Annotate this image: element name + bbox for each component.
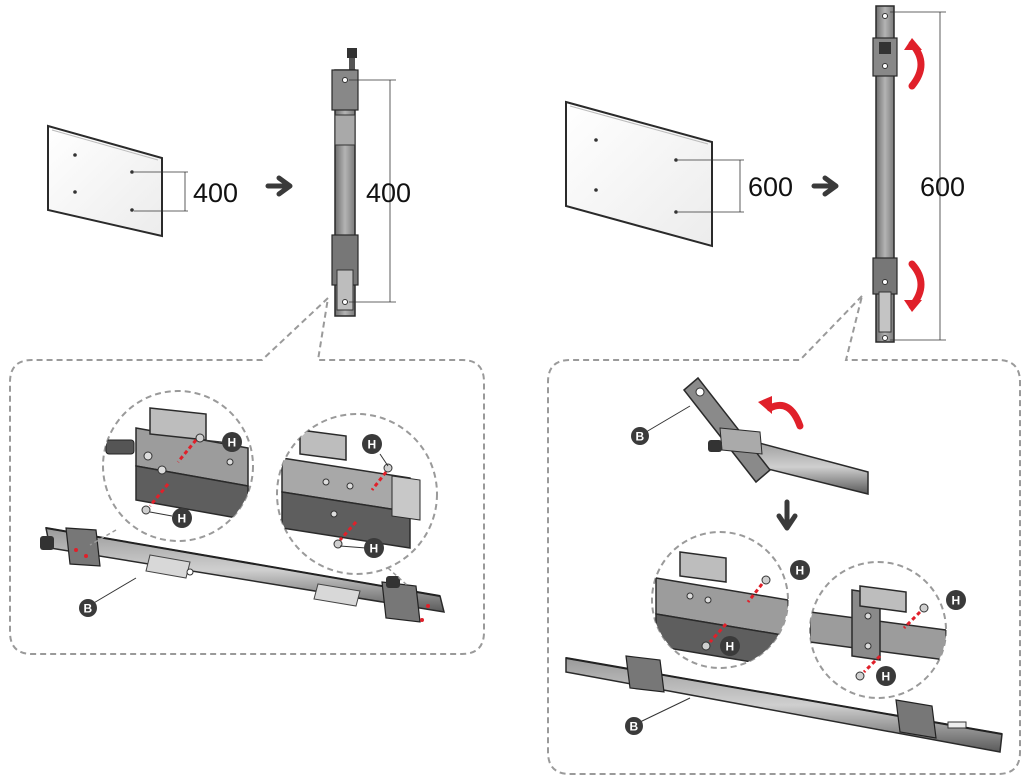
hardware-label-1: H <box>222 432 242 452</box>
detail-circle-right-1 <box>651 531 789 669</box>
svg-text:H: H <box>952 594 961 608</box>
curved-rotate-arrow-icon <box>758 396 804 430</box>
bracket-dimension-label-right: 600 <box>920 172 965 202</box>
hardware-label-7: H <box>946 590 966 610</box>
hardware-label-4: H <box>364 538 384 558</box>
vesa-dimension-right: 600 <box>678 159 793 213</box>
hardware-label-3: H <box>362 434 382 454</box>
hardware-label-2: H <box>172 508 192 528</box>
svg-text:B: B <box>636 430 645 444</box>
tv-panel-right <box>565 100 713 248</box>
bracket-dimension-right: 600 <box>890 11 965 341</box>
svg-text:H: H <box>178 512 187 526</box>
callout-right-outline <box>547 292 1021 775</box>
bracket-label-right: B <box>625 697 691 735</box>
svg-text:H: H <box>228 436 237 450</box>
svg-text:H: H <box>726 640 735 654</box>
rail-bracket-left <box>40 527 446 623</box>
svg-text:H: H <box>882 670 891 684</box>
down-arrow-icon <box>776 499 798 531</box>
bracket-dimension-label-left: 400 <box>366 178 411 208</box>
vesa-dimension-label-left: 400 <box>193 178 238 208</box>
svg-text:H: H <box>368 438 377 452</box>
svg-text:B: B <box>630 720 639 734</box>
detail-circle-right-2 <box>809 561 947 699</box>
curved-rotate-arrow-icon <box>904 38 925 312</box>
hardware-label-5: H <box>790 560 810 580</box>
hardware-label-8: H <box>876 666 896 686</box>
svg-text:H: H <box>370 542 379 556</box>
callout-left-outline <box>9 295 485 655</box>
hardware-label-6: H <box>720 636 740 656</box>
right-arrow-icon <box>265 175 293 197</box>
bracket-vertical-400 <box>331 48 359 317</box>
svg-text:B: B <box>84 602 93 616</box>
rail-bracket-right <box>565 655 1003 753</box>
vesa-dimension-label-right: 600 <box>748 172 793 202</box>
detail-circle-left-2 <box>276 413 438 575</box>
svg-text:H: H <box>796 564 805 578</box>
vesa-dimension-left: 400 <box>134 171 238 212</box>
bracket-dimension-left: 400 <box>349 79 411 303</box>
bracket-label-right-top: B <box>631 405 691 445</box>
detail-circle-left-1 <box>102 390 254 542</box>
right-arrow-icon <box>811 175 839 197</box>
tv-panel-left <box>47 124 163 238</box>
bracket-rotate-step <box>682 376 869 495</box>
bracket-vertical-600 <box>872 5 898 343</box>
bracket-label-left: B <box>79 577 137 617</box>
